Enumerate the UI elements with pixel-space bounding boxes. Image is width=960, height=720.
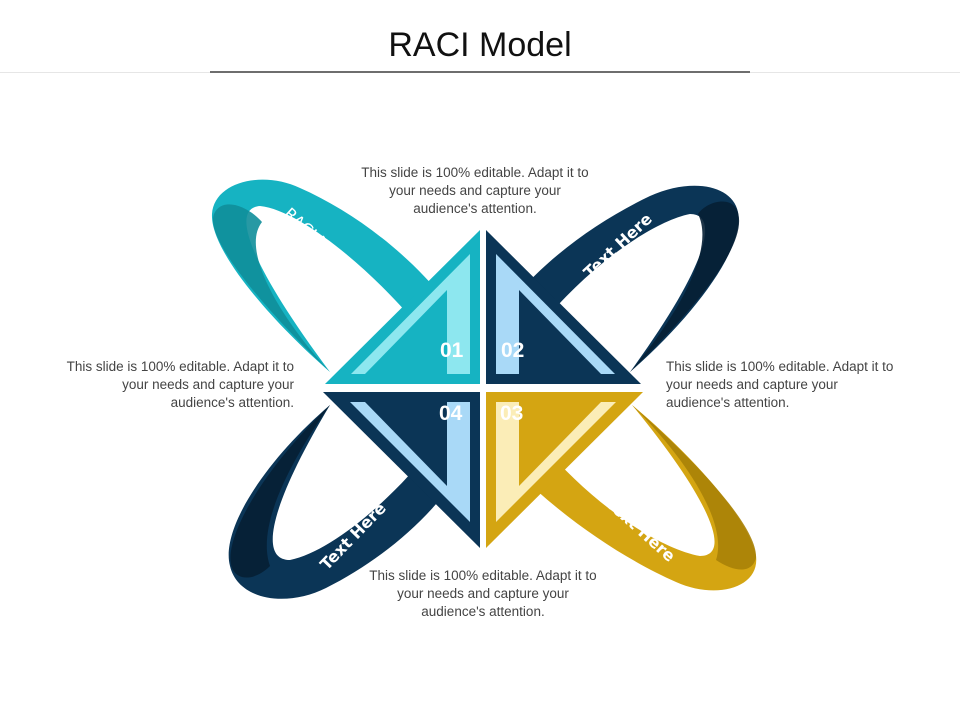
description-right: This slide is 100% editable. Adapt it to…: [666, 359, 894, 410]
segment-number-03: 03: [500, 402, 523, 425]
title-underline: [210, 71, 750, 73]
slide-title: RACI Model: [388, 26, 572, 64]
ribbon-loop-02: [512, 185, 740, 372]
description-bottom: This slide is 100% editable. Adapt it to…: [369, 568, 597, 619]
quadrant-01: [325, 230, 480, 384]
quadrant-04: [323, 392, 480, 548]
quadrant-02: [486, 230, 641, 384]
description-left: This slide is 100% editable. Adapt it to…: [66, 359, 294, 410]
ribbon-loop-03: [515, 405, 757, 591]
segment-number-01: 01: [440, 339, 464, 362]
segment-number-02: 02: [501, 339, 524, 362]
ribbon-loop-04: [228, 405, 460, 599]
ribbon-loop-01: [211, 179, 445, 372]
description-top: This slide is 100% editable. Adapt it to…: [361, 165, 589, 216]
quadrant-03: [486, 392, 643, 548]
segment-number-04: 04: [439, 402, 463, 425]
